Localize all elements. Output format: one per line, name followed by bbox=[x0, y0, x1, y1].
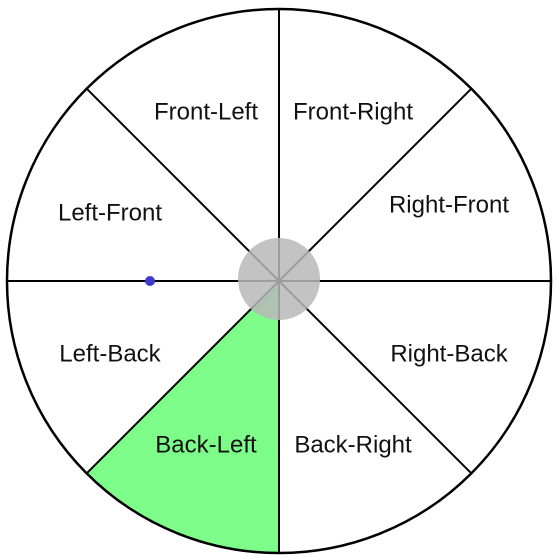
sector-label-left-back: Left-Back bbox=[59, 340, 161, 367]
sector-label-right-back: Right-Back bbox=[390, 340, 508, 367]
sector-label-front-left: Front-Left bbox=[154, 98, 258, 125]
sector-label-back-left: Back-Left bbox=[155, 431, 257, 458]
sector-label-right-front: Right-Front bbox=[389, 191, 509, 218]
position-marker[interactable] bbox=[145, 276, 155, 286]
sector-label-left-front: Left-Front bbox=[58, 199, 162, 226]
sector-label-back-right: Back-Right bbox=[294, 431, 412, 458]
highlighted-sector-back-left[interactable] bbox=[86, 281, 279, 553]
center-hub[interactable] bbox=[238, 238, 320, 320]
sector-label-front-right: Front-Right bbox=[293, 98, 413, 125]
